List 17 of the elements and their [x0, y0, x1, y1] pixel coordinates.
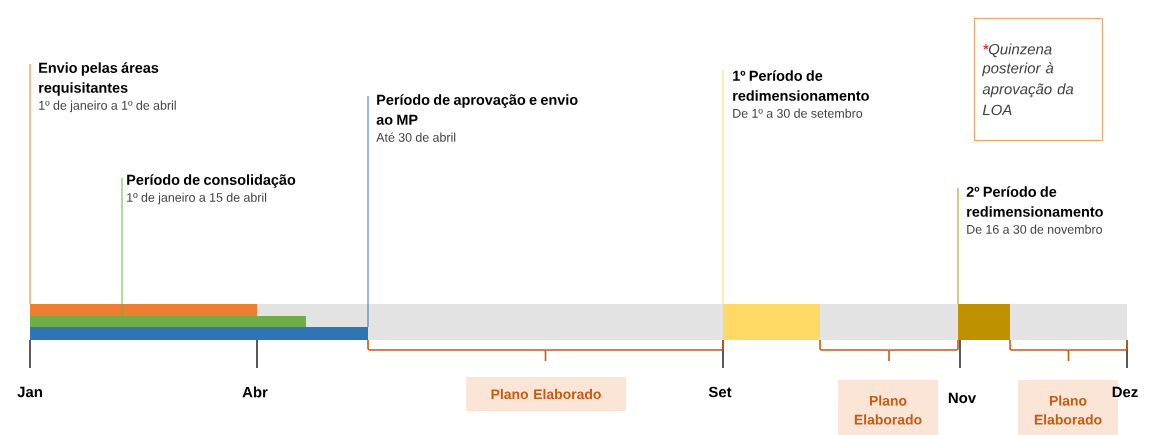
- milestone-date: De 1º a 30 de setembro: [733, 108, 863, 118]
- month-label: Set: [708, 386, 732, 398]
- month-label: Abr: [242, 386, 268, 398]
- plan-label: Plano Elaborado: [466, 377, 626, 411]
- month-label: Nov: [948, 392, 977, 404]
- milestone-title: 1º Período de redimensionamento: [733, 70, 869, 101]
- plan-label: Plano Elaborado: [838, 380, 938, 435]
- milestone-date: 1º de janeiro a 15 de abril: [127, 192, 267, 205]
- note-box: *Quinzena posterior à aprovação da LOA: [974, 18, 1103, 141]
- month-label: Jan: [17, 386, 42, 398]
- milestone-date: Até 30 de abril: [376, 132, 456, 142]
- milestone-title: 2º Período de redimensionamento: [966, 186, 1103, 217]
- milestone-date: 1º de janeiro a 1º de abril: [39, 100, 176, 113]
- milestone-title: Período de aprovação e envio ao MP: [376, 94, 578, 125]
- milestone-date: De 16 a 30 de novembro: [967, 224, 1103, 234]
- milestone-title: Período de consolidação: [127, 174, 296, 188]
- milestone-title: Envio pelas áreas requisitantes: [39, 62, 159, 96]
